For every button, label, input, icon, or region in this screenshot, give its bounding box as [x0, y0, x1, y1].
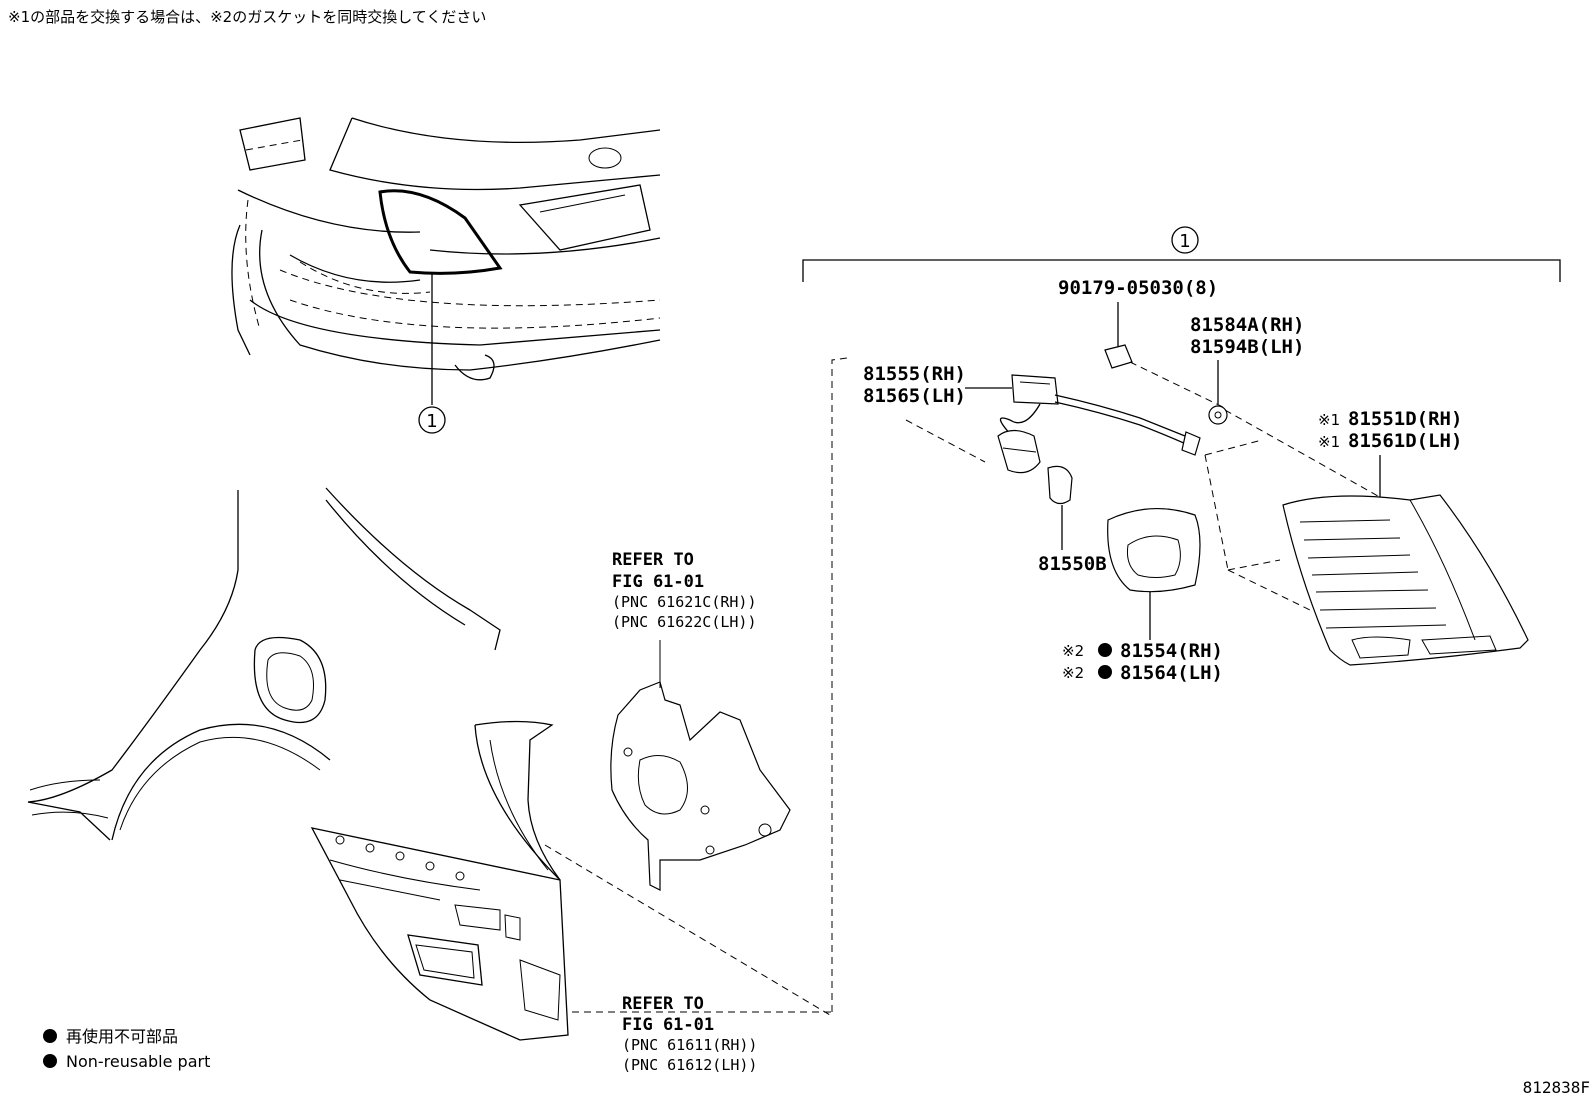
refer-upper-line1: REFER TO: [612, 550, 694, 570]
refer-upper-line4: (PNC 61622C(LH)): [612, 613, 757, 631]
part-socket-lh-label: 81565(LH): [863, 385, 966, 407]
part-screw-label: 90179-05030(8): [1058, 277, 1218, 299]
part-lamp-rh-label: 81551D(RH): [1348, 408, 1462, 430]
part-gasket-rh-label: 81554(RH): [1120, 640, 1223, 662]
lamp-lh-mark: ※1: [1318, 433, 1340, 451]
refer-bracket-upper: [610, 640, 791, 891]
callout-1-bracket: [1171, 226, 1199, 254]
refer-upper-line2: FIG 61-01: [612, 572, 704, 592]
callout-1-top: [418, 406, 446, 434]
rear-car-view: 1: [231, 117, 661, 434]
bulb-icon: [1047, 465, 1073, 505]
part-nut-lh-label: 81594B(LH): [1190, 336, 1304, 358]
part-nut-rh-label: 81584A(RH): [1190, 314, 1304, 336]
nut-icon: [1104, 344, 1133, 369]
part-gasket-lh-label: 81564(LH): [1120, 662, 1223, 684]
legend-dot-en: [43, 1054, 57, 1068]
rear-lamp-icon: [1282, 494, 1529, 666]
legend-jp: 再使用不可部品: [66, 1027, 178, 1046]
refer-lower-line1: REFER TO: [622, 994, 704, 1014]
non-reusable-dot-lh: [1098, 665, 1112, 679]
assembly-bracket: 1: [802, 226, 1561, 282]
part-socket-rh-label: 81555(RH): [863, 363, 966, 385]
replacement-note: ※1の部品を交換する場合は、※2のガスケットを同時交換してください: [8, 8, 486, 26]
legend-dot-jp: [43, 1029, 57, 1043]
quarter-panel: [27, 487, 569, 1041]
callout-1-bracket-text: 1: [1179, 231, 1190, 252]
gasket-rh-mark: ※2: [1062, 642, 1084, 660]
non-reusable-dot-rh: [1098, 643, 1112, 657]
legend-en: Non-reusable part: [66, 1052, 210, 1071]
refer-lower-line2: FIG 61-01: [622, 1015, 714, 1035]
gasket-lh-mark: ※2: [1062, 664, 1084, 682]
refer-lower-line4: (PNC 61612(LH)): [622, 1056, 757, 1074]
refer-lower-line3: (PNC 61611(RH)): [622, 1036, 757, 1054]
diagram-code: 812838F: [1523, 1078, 1590, 1097]
callout-1-top-text: 1: [426, 411, 437, 432]
clip-icon: [1208, 405, 1228, 425]
lamp-rh-mark: ※1: [1318, 411, 1340, 429]
refer-upper-line3: (PNC 61621C(RH)): [612, 593, 757, 611]
gasket-icon: [1107, 508, 1201, 593]
bulb-socket-harness: [997, 374, 1201, 505]
part-lamp-lh-label: 81561D(LH): [1348, 430, 1462, 452]
part-bulb-label: 81550B: [1038, 553, 1107, 575]
